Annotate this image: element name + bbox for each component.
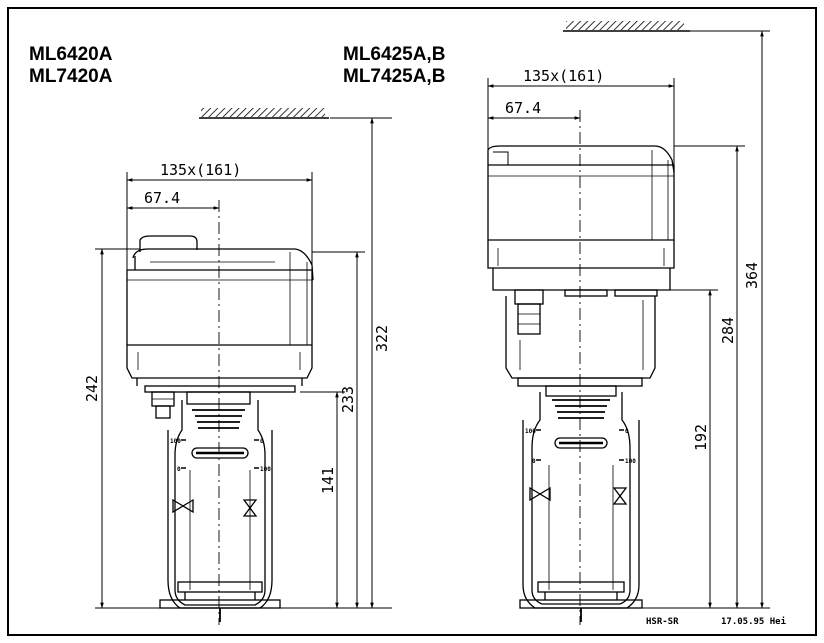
footer-code: HSR-SR (646, 617, 679, 627)
left-scale-min-label-2: 0 (177, 466, 181, 473)
left-scale-min-label: 0 (260, 438, 264, 445)
drawing-border (7, 7, 817, 636)
left-total-height-label: 322 (373, 325, 391, 352)
right-model-2: ML7425A,B (343, 66, 446, 87)
footer-date: 17.05.95 Hei (721, 616, 787, 627)
left-scale-max-label: 100 (170, 438, 181, 445)
left-body-height-label: 242 (83, 375, 101, 402)
left-width-label: 135x(161) (160, 161, 241, 179)
left-lower-height-label: 141 (319, 467, 337, 494)
right-dimension-lines (487, 30, 770, 609)
left-model-2: ML7420A (29, 66, 113, 87)
right-scale-max-label-2: 100 (625, 458, 636, 465)
right-total-height-label: 364 (743, 262, 761, 289)
right-offset-label: 67.4 (505, 99, 541, 117)
left-scale-max-label-2: 100 (260, 466, 271, 473)
left-mounting-surface (201, 108, 325, 117)
right-actuator (487, 21, 690, 622)
right-width-label: 135x(161) (523, 67, 604, 85)
right-model-1: ML6425A,B (343, 44, 446, 65)
left-dimension-lines (95, 117, 392, 609)
right-scale-min-label: 0 (625, 428, 629, 435)
right-mid-height-label: 284 (719, 317, 737, 344)
right-lower-height-label: 192 (692, 424, 710, 451)
right-scale-min-label-2: 0 (532, 458, 536, 465)
right-scale-max-label: 100 (525, 428, 536, 435)
left-actuator (126, 108, 329, 622)
right-mounting-surface (566, 21, 684, 30)
left-model-1: ML6420A (29, 44, 113, 65)
left-mid-height-label: 233 (339, 386, 357, 413)
left-offset-label: 67.4 (144, 189, 180, 207)
